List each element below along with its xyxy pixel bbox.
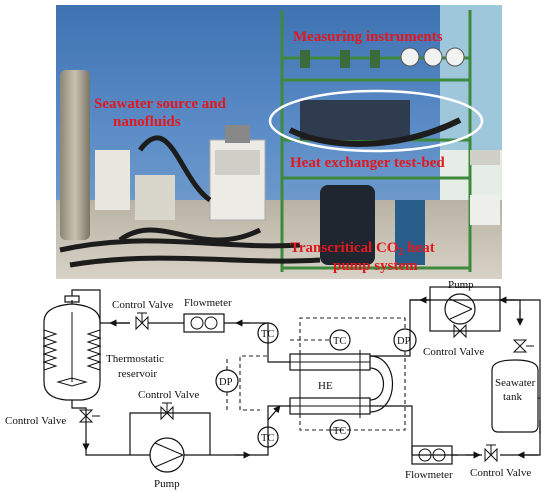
- photo-heat-pump: [320, 185, 375, 265]
- control-valve-bottom: [484, 444, 498, 463]
- label-tc-1: TC: [261, 329, 274, 340]
- label-dp-left: DP: [219, 377, 233, 388]
- photo-heat-exchanger: [300, 100, 410, 140]
- flowmeter-top: [183, 313, 225, 333]
- photo-hoses: [59, 135, 321, 268]
- label-control-valve-right: Control Valve: [423, 346, 484, 358]
- label-seawater-line1: Seawater source and: [94, 96, 227, 112]
- label-heat-exchanger: Heat exchanger test-bed: [290, 155, 445, 171]
- control-valve-top: [135, 312, 149, 331]
- control-valve-vertical: [512, 339, 534, 353]
- label-measuring-instruments: Measuring instruments: [293, 29, 443, 45]
- label-tc-2: TC: [333, 336, 346, 347]
- label-tank: tank: [503, 391, 522, 403]
- pump-right: [429, 286, 501, 332]
- photo-gauges: [300, 47, 465, 68]
- label-control-valve-mid: Control Valve: [138, 389, 199, 401]
- seawater-tank: [491, 359, 539, 433]
- thermostatic-reservoir: [42, 295, 102, 401]
- tc-top-right: [329, 329, 351, 351]
- control-valve-right: [453, 323, 467, 339]
- label-reservoir: reservoir: [118, 368, 157, 380]
- label-transcritical: Transcritical CO2 heat: [290, 240, 435, 258]
- photo-rack: [280, 10, 472, 272]
- photo-bath: [135, 175, 175, 220]
- label-control-valve-top: Control Valve: [112, 299, 173, 311]
- pump-left: [149, 437, 185, 473]
- label-pump-system: pump system: [333, 258, 418, 274]
- label-thermostatic: Thermostatic: [106, 353, 164, 365]
- photo-highlight-ellipse: [268, 89, 484, 153]
- label-control-valve-left: Control Valve: [5, 415, 66, 427]
- control-valve-left: [78, 409, 100, 423]
- label-pump-right: Pump: [448, 279, 474, 291]
- photo-cabinet: [95, 150, 130, 210]
- heat-exchanger: [289, 350, 393, 418]
- tc-bottom-right: [329, 419, 351, 441]
- schematic: Thermostatic reservoir Control Valve Flo…: [5, 279, 541, 490]
- photo-gas-cylinder: [60, 70, 90, 240]
- label-dp-right: DP: [397, 336, 411, 347]
- label-seawater: Seawater: [495, 377, 536, 389]
- label-he: HE: [318, 380, 333, 392]
- label-seawater-line2: nanofluids: [113, 114, 181, 130]
- label-flowmeter-bottom: Flowmeter: [405, 469, 453, 481]
- label-pump-left: Pump: [154, 478, 180, 490]
- label-flowmeter-top: Flowmeter: [184, 297, 232, 309]
- label-control-valve-bottom: Control Valve: [470, 467, 531, 479]
- control-valve-mid: [160, 402, 174, 421]
- label-tc-4: TC: [333, 426, 346, 437]
- lab-photo: Measuring instruments Seawater source an…: [56, 5, 502, 279]
